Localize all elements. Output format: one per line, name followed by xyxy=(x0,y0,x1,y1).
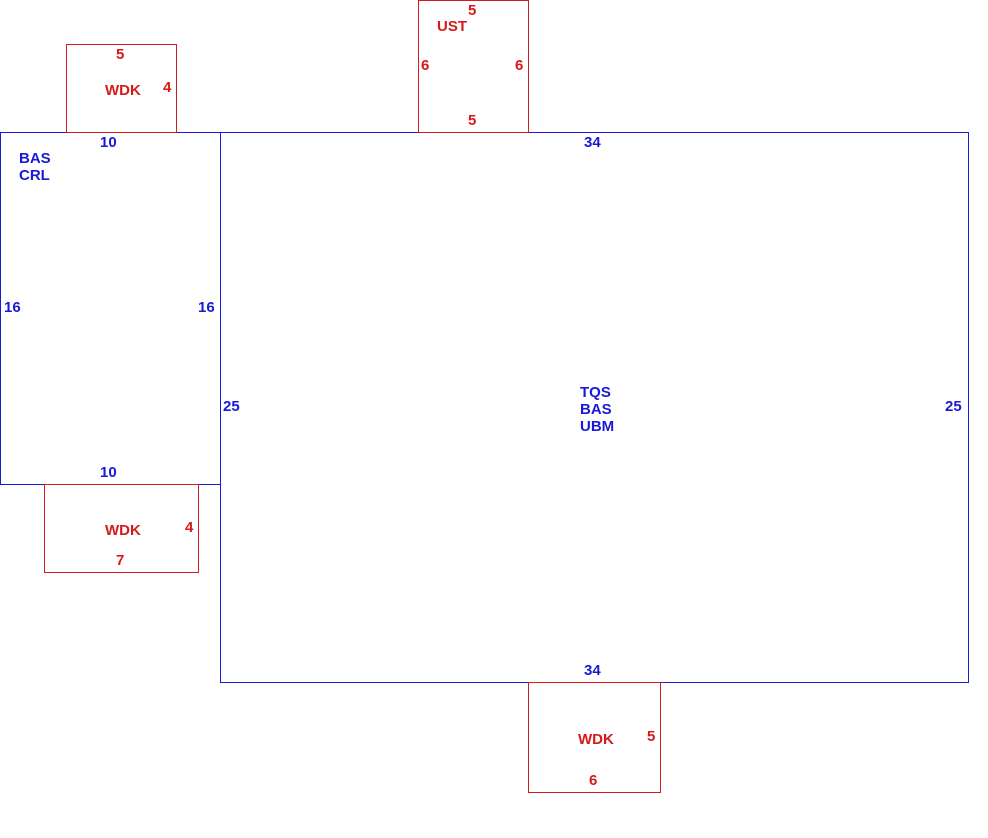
ust-top-dim-right: 6 xyxy=(515,57,524,74)
left-room-dim-left: 16 xyxy=(4,299,21,316)
wdk-top-left-label: WDK xyxy=(105,82,141,99)
wdk-top-left-outline xyxy=(66,44,177,133)
wdk-bottom-label: WDK xyxy=(578,731,614,748)
main-room-dim-right: 25 xyxy=(945,398,962,415)
main-room-dim-left: 25 xyxy=(223,398,240,415)
wdk-top-left-dim-top: 5 xyxy=(116,46,125,63)
left-room-label-2: CRL xyxy=(19,167,50,184)
wdk-bottom-left-dim-right: 4 xyxy=(185,519,194,536)
wdk-bottom-dim-right: 5 xyxy=(647,728,656,745)
ust-top-outline xyxy=(418,0,529,133)
ust-top-dim-left: 6 xyxy=(421,57,430,74)
main-room-label-1: TQS xyxy=(580,384,611,401)
left-room-dim-top: 10 xyxy=(100,134,117,151)
main-room-dim-top: 34 xyxy=(584,134,601,151)
wdk-bottom-dim-bottom: 6 xyxy=(589,772,598,789)
main-room-label-3: UBM xyxy=(580,418,615,435)
wdk-bottom-left-dim-bottom: 7 xyxy=(116,552,125,569)
left-room-dim-right: 16 xyxy=(198,299,215,316)
main-room-label-2: BAS xyxy=(580,401,612,418)
left-room-dim-bottom: 10 xyxy=(100,464,117,481)
wdk-bottom-outline xyxy=(528,682,661,793)
ust-top-dim-bottom: 5 xyxy=(468,112,477,129)
left-room-outline xyxy=(0,132,221,485)
wdk-top-left-dim-right: 4 xyxy=(163,79,172,96)
left-room-label-1: BAS xyxy=(19,150,51,167)
wdk-bottom-left-label: WDK xyxy=(105,522,141,539)
ust-top-label: UST xyxy=(437,18,467,35)
ust-top-dim-top: 5 xyxy=(468,2,477,19)
main-room-dim-bottom: 34 xyxy=(584,662,601,679)
wdk-bottom-left-outline xyxy=(44,484,199,573)
